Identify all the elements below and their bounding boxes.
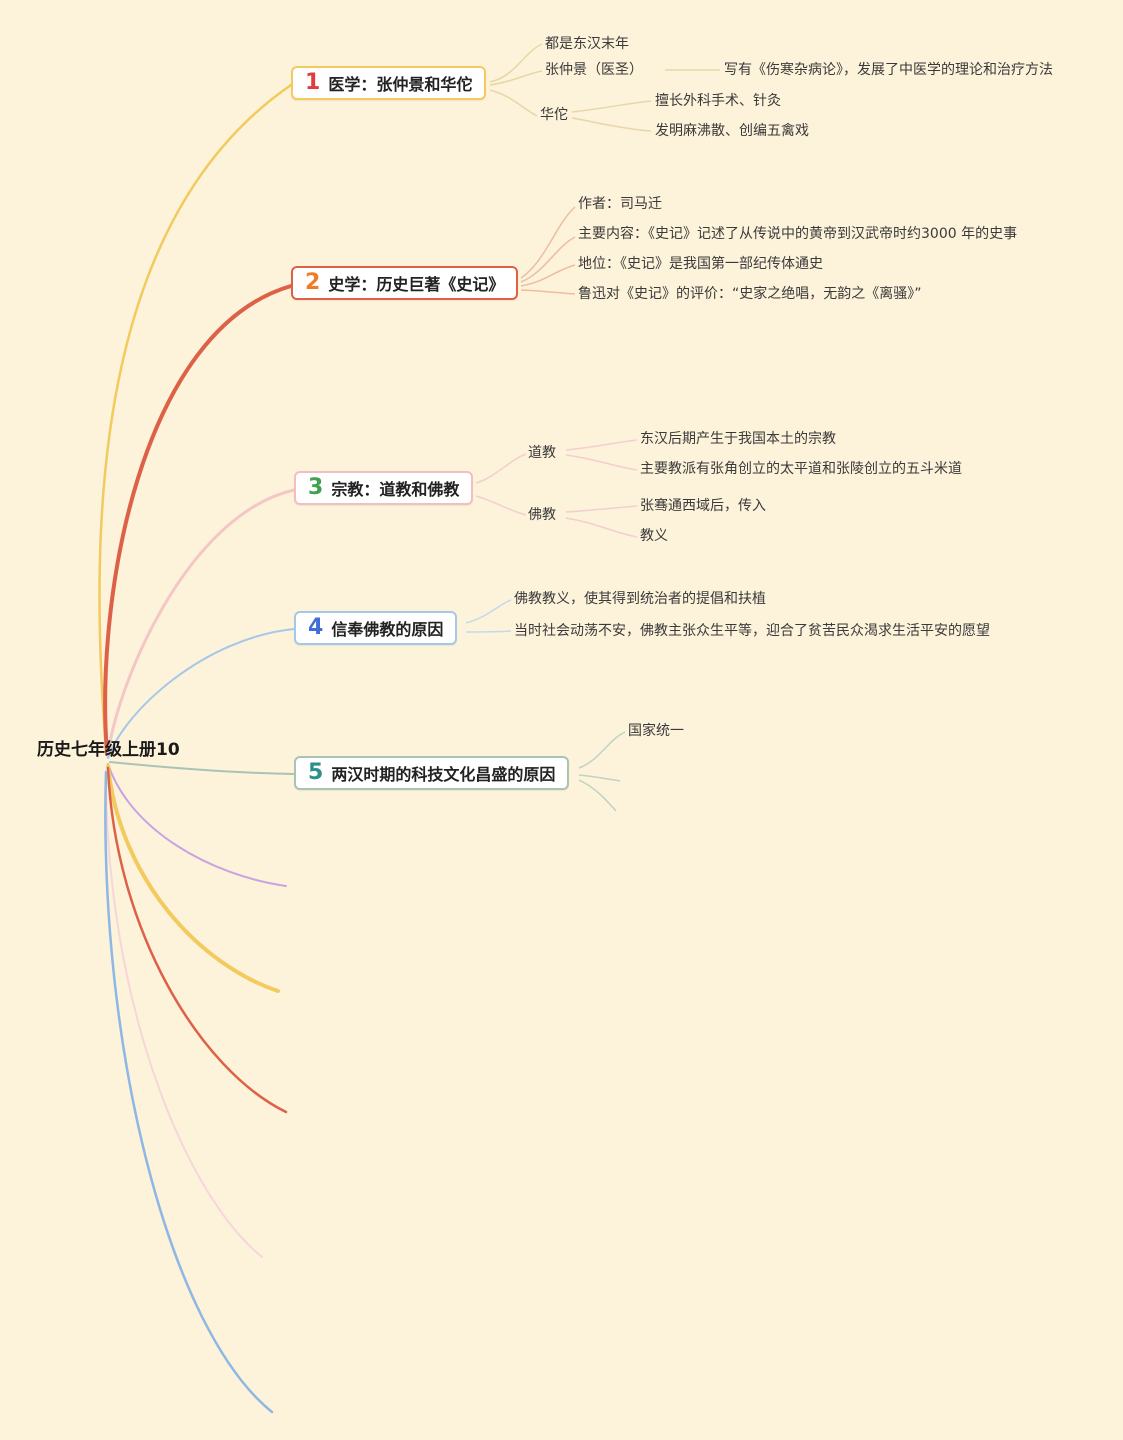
b3-connector-dao (475, 453, 527, 484)
branch2-title: 史学：历史巨著《史记》 (328, 275, 505, 294)
empty-branch-yellow-curve (106, 764, 280, 993)
branch5-number: 5 (308, 760, 324, 785)
b3-leaf-dao-d1[interactable]: 东汉后期产生于我国本土的宗教 (640, 431, 836, 447)
b4-leaf-r2[interactable]: 当时社会动荡不安，佛教主张众生平等，迎合了贫苦民众渴求生活平安的愿望 (514, 623, 990, 639)
branch1-node[interactable]: 1 医学：张仲景和华佗 (291, 66, 487, 100)
branch3-curve (106, 488, 296, 758)
branch5-title: 两汉时期的科技文化昌盛的原因 (331, 765, 556, 784)
b3-leaf-fo[interactable]: 佛教 (528, 507, 556, 523)
branch5-curve (109, 761, 295, 775)
b3-connector-dao-d2 (565, 454, 638, 471)
branch2-curve (103, 284, 293, 755)
b3-connector-dao-d1 (565, 439, 638, 451)
b3-leaf-dao[interactable]: 道教 (528, 445, 556, 461)
b2-leaf-luxun[interactable]: 鲁迅对《史记》的评价：“史家之绝唱，无韵之《离骚》” (578, 286, 922, 302)
b3-leaf-fo-d2[interactable]: 教义 (640, 528, 668, 544)
b2-connector-luxun (520, 289, 576, 295)
branch2-node[interactable]: 2 史学：历史巨著《史记》 (291, 266, 519, 300)
b5-connector-empty-1 (578, 774, 621, 782)
b2-leaf-status[interactable]: 地位：《史记》是我国第一部纪传体通史 (578, 256, 823, 272)
b1-leaf-both[interactable]: 都是东汉末年 (545, 36, 629, 52)
b4-connector-r2 (465, 630, 512, 633)
b1-connector-zhang (489, 70, 543, 86)
b3-connector-fo-d2 (565, 517, 638, 538)
b2-leaf-content[interactable]: 主要内容：《史记》记述了从传说中的黄帝到汉武帝时约3000 年的史事 (578, 226, 1018, 242)
b1-leaf-hua-d2[interactable]: 发明麻沸散、创编五禽戏 (655, 123, 809, 139)
b4-connector-r1 (465, 599, 512, 624)
b1-connector-hua-d1 (571, 100, 652, 113)
b1-leaf-zhang-detail[interactable]: 写有《伤寒杂病论》，发展了中医学的理论和治疗方法 (724, 62, 1053, 78)
branch4-curve (107, 628, 295, 759)
branch3-number: 3 (308, 475, 324, 500)
b1-leaf-hua[interactable]: 华佗 (540, 107, 568, 123)
b2-connector-status (520, 264, 576, 287)
branch5-node[interactable]: 5 两汉时期的科技文化昌盛的原因 (294, 756, 570, 790)
b2-leaf-author[interactable]: 作者：司马迁 (578, 196, 662, 212)
b1-leaf-hua-d1[interactable]: 擅长外科手术、针灸 (655, 93, 781, 109)
branch3-title: 宗教：道教和佛教 (331, 480, 460, 499)
b3-connector-fo (475, 495, 527, 516)
branch1-curve (98, 83, 293, 752)
empty-branch-pink-curve (104, 769, 263, 1258)
b3-leaf-fo-d1[interactable]: 张骞通西域后，传入 (640, 498, 766, 514)
b2-connector-content (520, 236, 576, 283)
branch2-number: 2 (305, 270, 321, 295)
b1-connector-hua (489, 89, 538, 117)
branch4-number: 4 (308, 615, 324, 640)
b5-leaf-r1[interactable]: 国家统一 (628, 723, 684, 739)
root-node[interactable]: 历史七年级上册10 (37, 740, 180, 760)
b1-connector-both (489, 43, 543, 83)
b5-connector-empty-2 (578, 779, 617, 812)
empty-branch-blue-curve (104, 770, 274, 1414)
b1-connector-hua-d2 (571, 117, 652, 132)
branch4-title: 信奉佛教的原因 (331, 620, 444, 639)
b3-connector-fo-d1 (565, 505, 638, 513)
branch3-node[interactable]: 3 宗教：道教和佛教 (294, 471, 474, 505)
branch1-title: 医学：张仲景和华佗 (328, 75, 473, 94)
branch1-number: 1 (305, 70, 321, 95)
b2-connector-author (520, 206, 576, 279)
branch4-node[interactable]: 4 信奉佛教的原因 (294, 611, 458, 645)
empty-branch-orange-curve (106, 766, 288, 1114)
b5-connector-r1 (578, 731, 626, 769)
b1-leaf-zhang[interactable]: 张仲景（医圣） (545, 62, 643, 78)
b4-leaf-r1[interactable]: 佛教教义，使其得到统治者的提倡和扶植 (514, 591, 766, 607)
b3-leaf-dao-d2[interactable]: 主要教派有张角创立的太平道和张陵创立的五斗米道 (640, 461, 962, 477)
empty-branch-purple-curve (107, 763, 287, 887)
